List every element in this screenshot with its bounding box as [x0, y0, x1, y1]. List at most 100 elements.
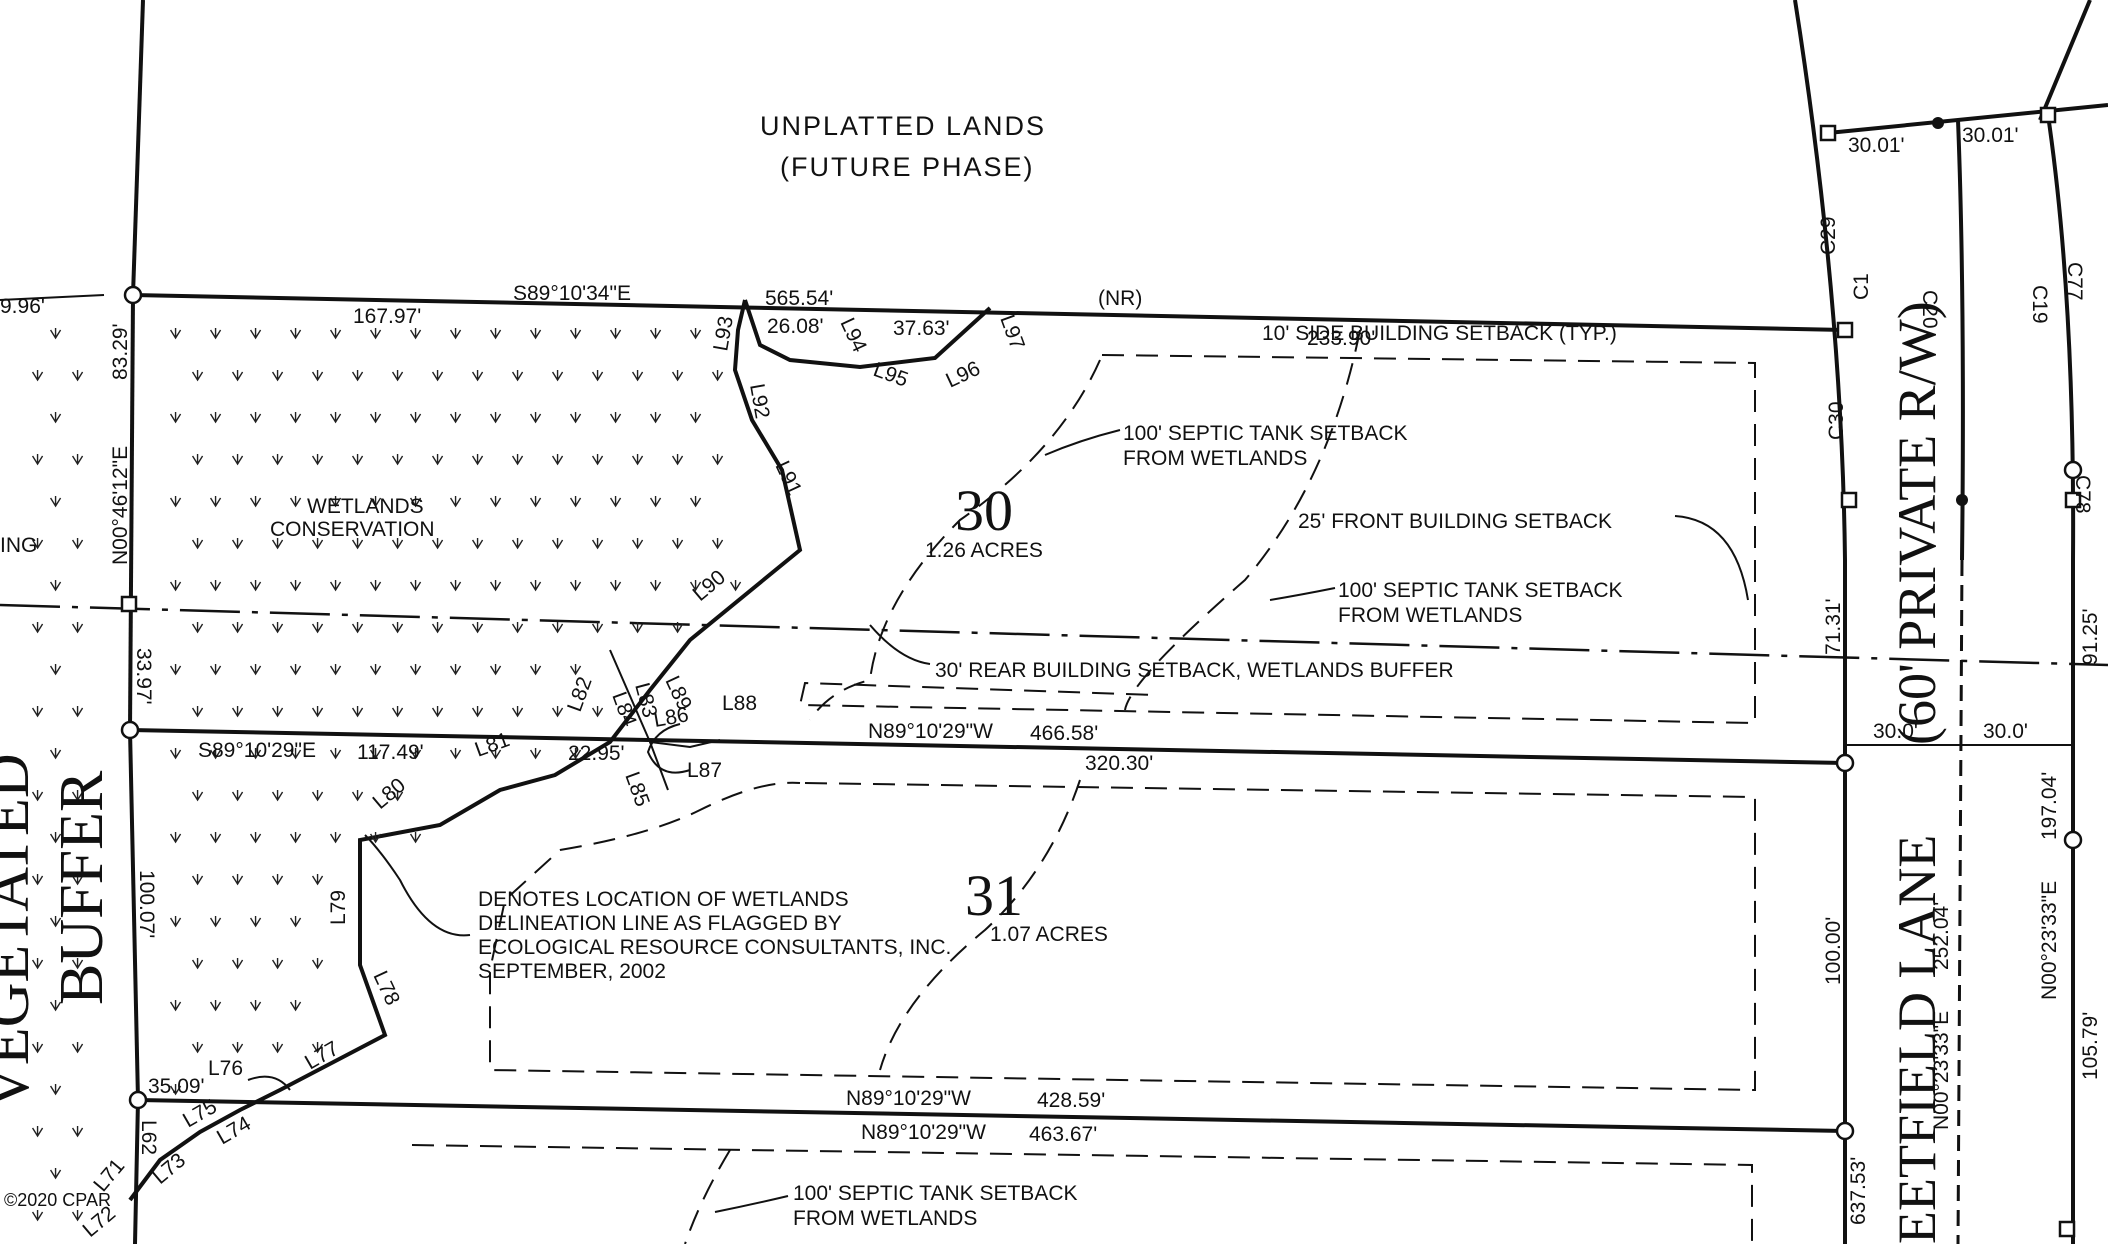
wetland-symbol: [231, 370, 244, 382]
vegetated-label: VEGETATED: [0, 753, 42, 1110]
wetland-symbol: [71, 706, 84, 718]
wetland-symbol: [311, 790, 324, 802]
wetland-symbol: [191, 454, 204, 466]
wetland-symbol: [289, 580, 302, 592]
dim-100-07: 100.07': [135, 870, 158, 938]
wetland-symbol: [591, 370, 604, 382]
wetland-symbol: [431, 454, 444, 466]
wetland-symbol: [369, 412, 382, 424]
wetland-symbol: [391, 538, 404, 550]
wetland-symbol: [569, 748, 582, 760]
wetland-symbol: [351, 370, 364, 382]
wetland-symbol: [431, 706, 444, 718]
wetland-symbol: [569, 496, 582, 508]
wetland-symbol: [471, 454, 484, 466]
label-C1: C1: [1850, 273, 1873, 300]
wetlands-label: WETLANDS: [307, 495, 424, 518]
wetland-symbol: [369, 328, 382, 340]
wetland-symbol: [671, 622, 684, 634]
label-C20: C20: [1918, 290, 1941, 329]
lot-30-number: 30: [955, 478, 1013, 543]
wetland-symbol: [191, 874, 204, 886]
wetland-symbol: [591, 622, 604, 634]
wetland-symbol: [391, 790, 404, 802]
label-L85: L85: [620, 769, 654, 810]
wetland-symbol: [449, 748, 462, 760]
delineation-note-line4: SEPTEMBER, 2002: [478, 960, 666, 983]
wetland-symbol: [649, 580, 662, 592]
wetland-symbol: [351, 454, 364, 466]
side-setback-note: 10' SIDE BUILDING SETBACK (TYP.): [1262, 322, 1617, 345]
wetland-symbol: [671, 538, 684, 550]
wetland-symbol: [311, 706, 324, 718]
wetland-symbol: [209, 496, 222, 508]
label-L94: L94: [835, 314, 871, 356]
wetland-symbol: [409, 328, 422, 340]
delineation-note-line3: ECOLOGICAL RESOURCE CONSULTANTS, INC.: [478, 936, 951, 959]
wetland-symbol: [31, 790, 44, 802]
private-rw-label: (60' PRIVATE R/W): [1887, 301, 1947, 745]
label-L88: L88: [722, 692, 757, 715]
label-L93: L93: [709, 314, 738, 353]
wetland-symbol: [449, 412, 462, 424]
wetland-symbol: [689, 580, 702, 592]
wetland-symbol: [231, 790, 244, 802]
label-L87: L87: [687, 759, 722, 782]
wetland-symbol: [609, 580, 622, 592]
wetland-symbol: [311, 538, 324, 550]
wetland-symbol: [289, 328, 302, 340]
wetland-symbol: [271, 538, 284, 550]
wetland-symbol: [489, 664, 502, 676]
dim-30-0-b: 30.0': [1983, 720, 2028, 743]
wetland-symbol: [351, 706, 364, 718]
lot-30-acres: 1.26 ACRES: [925, 539, 1043, 562]
not-radial-label: (NR): [1098, 287, 1142, 310]
wetland-symbol: [231, 706, 244, 718]
wetland-symbol: [471, 538, 484, 550]
wetland-symbol: [71, 538, 84, 550]
wetland-symbol: [71, 454, 84, 466]
wetland-symbol: [409, 832, 422, 844]
wetland-symbol: [271, 874, 284, 886]
wetland-symbol: [591, 706, 604, 718]
label-L86: L86: [652, 703, 691, 732]
dim-83-29: 83.29': [109, 323, 132, 380]
wetland-symbol: [391, 706, 404, 718]
wetland-symbol: [49, 664, 62, 676]
wetland-symbol: [449, 580, 462, 592]
wetland-symbol: [351, 790, 364, 802]
dim-463-67: 463.67': [1029, 1123, 1097, 1146]
dim-33-97: 33.97': [132, 648, 155, 705]
front-setback-note: 25' FRONT BUILDING SETBACK: [1298, 510, 1612, 533]
monuments: [120, 106, 2083, 1238]
wetland-symbol: [209, 832, 222, 844]
wetland-symbol: [31, 1042, 44, 1054]
wetland-symbol: [449, 328, 462, 340]
bearing-n00-23-33-a: N00°23'33"E: [1930, 1011, 1953, 1130]
wetland-symbol: [649, 328, 662, 340]
wetland-symbol: [409, 748, 422, 760]
wetland-symbol: [671, 370, 684, 382]
wetland-symbol: [249, 328, 262, 340]
wetland-symbol: [249, 748, 262, 760]
wetland-symbol: [271, 790, 284, 802]
wetland-symbol: [249, 1000, 262, 1012]
wetland-symbol: [31, 706, 44, 718]
label-L91: L91: [770, 457, 806, 498]
septic-setback-3-line2: FROM WETLANDS: [793, 1207, 977, 1230]
label-L76: L76: [208, 1057, 243, 1080]
wetland-symbol: [311, 1042, 324, 1054]
wetland-symbol: [489, 328, 502, 340]
wetland-symbol: [71, 790, 84, 802]
wetland-symbol: [191, 706, 204, 718]
wetland-symbol: [431, 538, 444, 550]
dim-30-0-a: 30.0': [1873, 720, 1918, 743]
wetland-symbol: [49, 832, 62, 844]
wetland-symbol: [31, 538, 44, 550]
wetland-symbol: [711, 370, 724, 382]
dimensions: 9.96' 83.29' N00°46'12"E 33.97' 100.07' …: [0, 124, 2102, 1225]
wetland-symbol: [209, 1000, 222, 1012]
wetland-symbol: [31, 454, 44, 466]
wetland-symbol: [711, 454, 724, 466]
